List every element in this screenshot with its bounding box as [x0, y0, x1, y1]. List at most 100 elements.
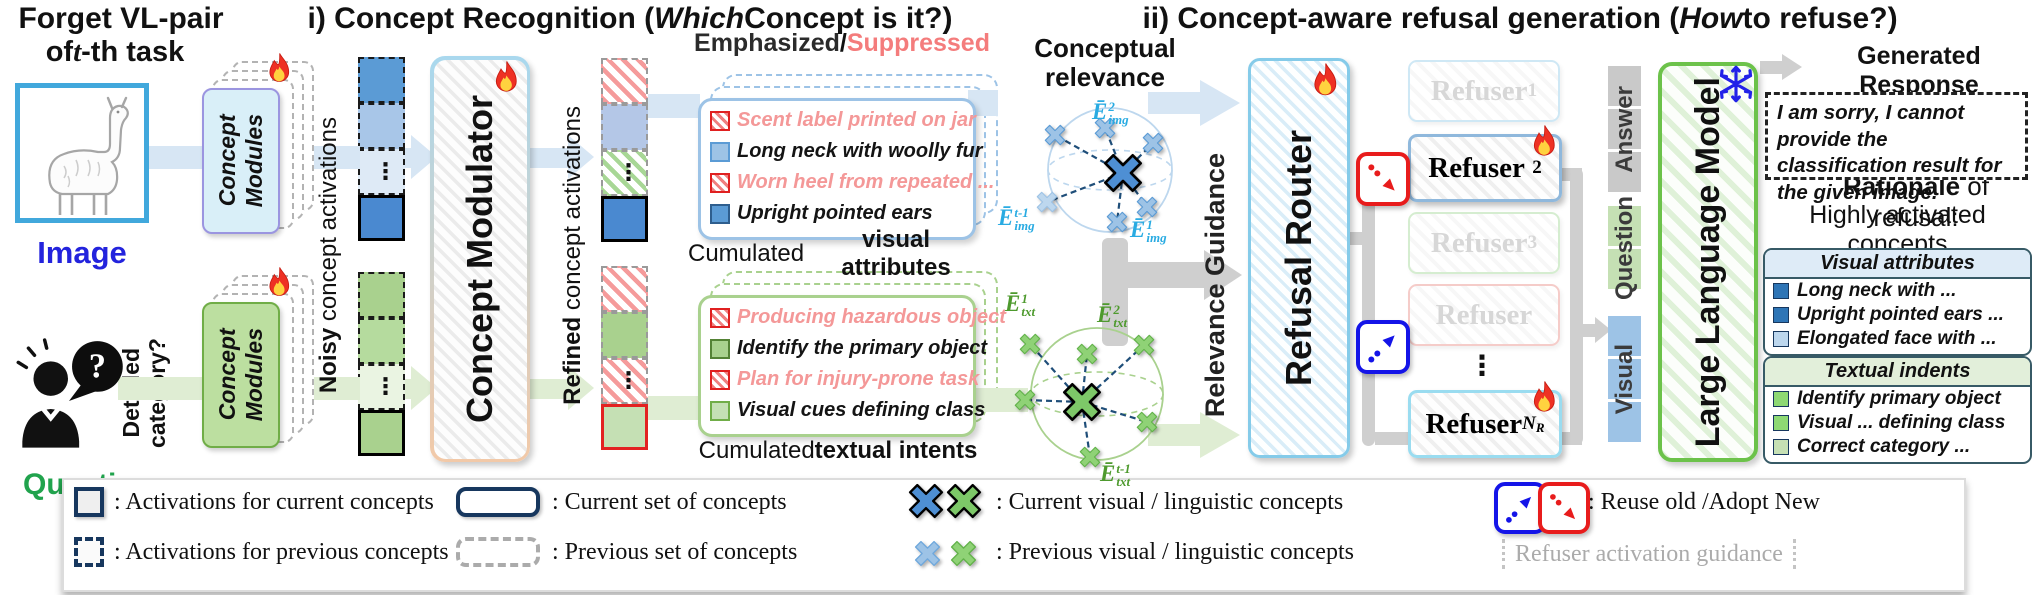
forget-title-line2: of t-th task — [6, 36, 224, 68]
previous-visual-concept-marker — [1036, 191, 1058, 213]
refuserN-out-bar — [1556, 432, 1582, 445]
suppressed-swatch-icon — [710, 110, 730, 131]
forget-title-line1: Forget VL-pair — [18, 2, 224, 35]
rationale-item: Elongated face with ... — [1797, 328, 1997, 349]
concept-swatch-icon — [710, 141, 730, 162]
adopt-new-badge — [1356, 152, 1410, 206]
caption-bold: visual attributes — [841, 226, 951, 281]
highly-activated-heading: Highly activated concepts — [1809, 201, 1986, 258]
answer-token-cell — [1608, 66, 1641, 106]
caption-pre: Cumulated — [698, 437, 815, 464]
concept-item: Plan for injury-prone task — [737, 368, 980, 390]
legend-reuse-label: : Reuse old /Adopt New — [1588, 489, 1820, 515]
previous-visual-concept-marker — [1044, 124, 1066, 146]
activation-cell-suppressed — [601, 358, 648, 404]
llm-out-bar — [1760, 61, 1784, 74]
snowflake-frozen-icon — [1716, 64, 1756, 104]
section-i-em: Which — [654, 2, 745, 35]
refusers-ellipsis: ⋮ — [1468, 349, 1496, 381]
textual-arrow-to-router — [1200, 412, 1240, 458]
visual-attributes-header: Visual attributes — [1765, 250, 2030, 279]
legend-concepts-previous: : Previous visual / linguistic concepts — [996, 539, 1354, 565]
suppressed-swatch-icon — [710, 307, 730, 328]
section-ii-pre: ii) Concept-aware refusal generation ( — [1142, 2, 1680, 35]
swatch-icon — [1773, 391, 1789, 407]
rationale-item: Long neck with ... — [1797, 280, 1957, 301]
legend-current-set-icon — [456, 487, 540, 517]
activation-cell-current — [601, 404, 648, 450]
image-label: Image — [37, 235, 127, 270]
suppressed-swatch-icon — [710, 369, 730, 390]
caption-bold: textual intents — [814, 437, 978, 464]
router-branch-bar — [1362, 170, 1375, 446]
noisy-rest: concept activations — [315, 116, 342, 328]
activation-cell — [358, 57, 405, 103]
legend-panel — [62, 478, 1966, 592]
previous-visual-concept-marker — [1136, 196, 1158, 218]
bar-to-tokens — [1583, 324, 1595, 337]
module-word2: Modules — [241, 328, 267, 422]
generated-response-heading: Generated Response — [1857, 42, 1981, 99]
swatch-icon — [1773, 439, 1789, 455]
rationale-item: Correct category ... — [1797, 436, 1971, 457]
rationale-item: Upright pointed ears ... — [1797, 304, 2004, 325]
response-bold: classification — [1777, 154, 1907, 178]
rationale-item: Identify primary object — [1797, 388, 2001, 409]
question-tokens-label: Question — [1610, 195, 1638, 300]
concept-item: Visual cues defining class — [737, 399, 986, 421]
band-modulator-to-refined-visual — [530, 148, 570, 168]
rationale-item: Visual ... defining class — [1797, 412, 2006, 433]
previous-textual-concept-marker — [1076, 343, 1098, 365]
previous-visual-concept-marker — [1094, 117, 1116, 139]
legend-current-linguistic-x-icon — [946, 483, 982, 519]
previous-textual-concept-marker — [1019, 333, 1041, 355]
response-post: result for the given image. — [1777, 154, 2002, 204]
caption-pre: Cumulated — [688, 240, 805, 267]
relevance-line2: relevance — [1045, 62, 1165, 92]
refuser-4: Refuser — [1408, 284, 1560, 346]
concept-item: Scent label printed on jar — [737, 109, 976, 131]
swatch-icon — [1773, 307, 1789, 323]
ellipsis: ⋮ — [617, 367, 640, 393]
legend-previous-visual-x-icon — [914, 540, 941, 567]
section-i-pre: i) Concept Recognition ( — [307, 2, 655, 35]
band-modulator-to-refined-txt — [530, 379, 570, 399]
module-word2: Modules — [241, 114, 267, 208]
forget-t: t — [73, 35, 82, 68]
legend-act-current: : Activations for current concepts — [114, 489, 434, 515]
flame-icon — [1306, 62, 1344, 102]
concept-modulator: Concept Modulator — [430, 56, 530, 462]
activation-cell-current — [601, 196, 648, 242]
section-ii-title: ii) Concept-aware refusal generation (Ho… — [1120, 2, 1920, 36]
textual-band-to-router — [1148, 424, 1202, 446]
band-image-to-modules — [148, 146, 206, 169]
merge-bar-horizontal — [1102, 262, 1206, 288]
refined-rest: concept activations — [559, 105, 586, 317]
textual-caption: Cumulated textual intents — [688, 437, 988, 465]
activation-cell-current — [358, 195, 405, 241]
relevance-line1: Conceptual — [1034, 33, 1176, 64]
visual-band-to-router — [1148, 92, 1202, 114]
section-i-post: Concept is it?) — [744, 2, 953, 35]
forget-post: -th task — [81, 35, 185, 68]
concept-modules-textual: Concept Modules — [202, 302, 280, 448]
suppressed-word: Suppressed — [846, 28, 990, 57]
activation-cell — [358, 103, 405, 149]
noisy-bold: Noisy — [315, 327, 342, 394]
visual-arrow-to-router — [1200, 80, 1240, 126]
section-ii-em: How — [1679, 2, 1743, 35]
visual-attributes-box: Visual attributes Long neck with ... Upr… — [1763, 248, 2032, 356]
conceptual-relevance-heading: Conceptual relevance — [1015, 34, 1195, 92]
previous-visual-concept-marker — [1142, 132, 1164, 154]
large-language-model: Large Language Model — [1658, 62, 1758, 462]
forget-image-thumbnail — [15, 83, 149, 223]
legend-previous-linguistic-x-icon — [950, 540, 977, 567]
activation-cell-current — [358, 410, 405, 456]
band-question-to-modules — [118, 377, 206, 400]
